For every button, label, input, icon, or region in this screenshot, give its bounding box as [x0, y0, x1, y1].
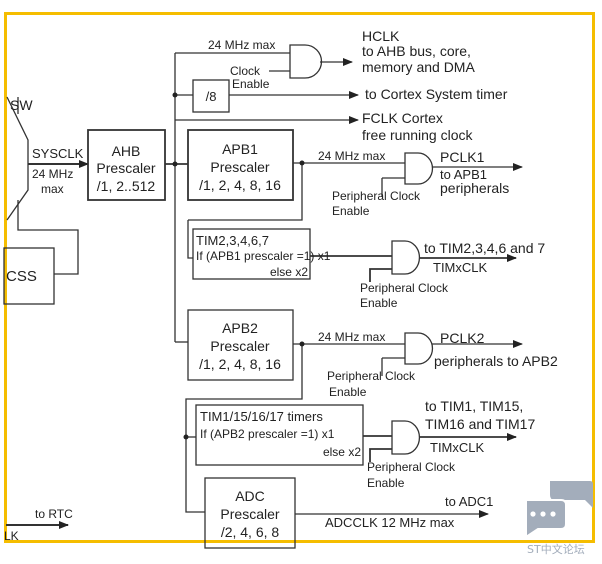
css-box: [3, 247, 55, 305]
tim-apb1-else: else x2: [270, 265, 308, 279]
adcclk-label: ADCCLK 12 MHz max: [325, 515, 455, 530]
sysclk-freq-line2: max: [41, 182, 64, 196]
tim-apb2-and-gate: [391, 420, 421, 455]
tim-apb2-title: TIM1/15/16/17 timers: [200, 409, 323, 424]
periph-enable-3-line2: Enable: [329, 385, 367, 399]
adc-divisors: /2, 4, 6, 8: [221, 524, 280, 540]
hclk-desc1: to AHB bus, core,: [362, 43, 471, 59]
periph-enable-2-line1: Peripheral Clock: [360, 281, 449, 295]
periph-enable-1-line1: Peripheral Clock: [332, 189, 421, 203]
css-label: CSS: [6, 268, 37, 285]
pclk2-and-gate: [404, 332, 434, 365]
pclk2-max-label: 24 MHz max: [318, 330, 385, 344]
tim-apb1-out-title: to TIM2,3,4,6 and 7: [424, 240, 545, 256]
apb1-prescaler-box: [187, 129, 294, 201]
tim-apb2-out-line2: TIM16 and TIM17: [425, 416, 535, 432]
div8-box: [192, 79, 230, 113]
adc-title: ADC: [235, 488, 265, 504]
hclk-title: HCLK: [362, 28, 400, 44]
rtc-clk-label: LK: [4, 529, 19, 543]
pclk1-desc1: to APB1: [440, 167, 487, 182]
ahb-divisors: /1, 2..512: [97, 178, 156, 194]
pclk2-title: PCLK2: [440, 330, 485, 346]
pclk1-desc2: peripherals: [440, 180, 509, 196]
tim-apb2-out-clk: TIMxCLK: [430, 440, 485, 455]
adc-out-label: to ADC1: [445, 494, 493, 509]
apb2-subtitle: Prescaler: [210, 338, 269, 354]
apb2-divisors: /1, 2, 4, 8, 16: [199, 356, 281, 372]
apb2-prescaler-box: [187, 309, 294, 381]
periph-enable-3-line1: Peripheral Clock: [327, 369, 416, 383]
hclk-and-gate: [289, 44, 323, 79]
adc-subtitle: Prescaler: [220, 506, 279, 522]
periph-enable-1-line2: Enable: [332, 204, 370, 218]
ahb-prescaler-box: [87, 129, 166, 201]
tim-apb1-title: TIM2,3,4,6,7: [196, 233, 269, 248]
adc-prescaler-box: [204, 477, 296, 549]
tim-apb2-out-line1: to TIM1, TIM15,: [425, 398, 523, 414]
apb2-title: APB2: [222, 320, 258, 336]
apb1-subtitle: Prescaler: [210, 159, 269, 175]
clock-enable-line1: Clock: [230, 64, 261, 78]
periph-enable-4-line2: Enable: [367, 476, 405, 490]
fclk-desc: free running clock: [362, 127, 474, 143]
tim-apb1-box: [192, 228, 311, 280]
junction-dot: [299, 160, 305, 166]
fclk-title: FCLK Cortex: [362, 110, 443, 126]
periph-enable-2-line2: Enable: [360, 296, 398, 310]
apb1-title: APB1: [222, 141, 258, 157]
hclk-desc2: memory and DMA: [362, 59, 475, 75]
pclk2-desc: peripherals to APB2: [434, 353, 558, 369]
clock-enable-line2: Enable: [232, 77, 270, 91]
junction-dot: [299, 341, 305, 347]
chat-bubbles-icon: [525, 481, 593, 539]
ahb-subtitle: Prescaler: [96, 160, 155, 176]
junction-dot: [172, 161, 178, 167]
ahb-title: AHB: [112, 143, 141, 159]
systick-label: to Cortex System timer: [365, 86, 508, 102]
rtc-label: to RTC: [35, 507, 73, 521]
pclk1-max-label: 24 MHz max: [318, 149, 385, 163]
tim-apb1-out-clk: TIMxCLK: [433, 260, 488, 275]
hclk-max-label: 24 MHz max: [208, 38, 275, 52]
diagram-frame: [4, 12, 595, 543]
junction-dot: [183, 434, 189, 440]
pclk1-title: PCLK1: [440, 149, 485, 165]
junction-dot: [172, 92, 178, 98]
tim-apb2-cond: If (APB2 prescaler =1) x1: [200, 427, 335, 441]
periph-enable-4-line1: Peripheral Clock: [367, 460, 456, 474]
tim-apb2-else: else x2: [323, 445, 361, 459]
watermark-text: ST中文论坛: [527, 542, 585, 556]
sysclk-freq-line1: 24 MHz: [32, 167, 73, 181]
pclk1-and-gate: [404, 152, 434, 185]
css-feedback-line: [17, 200, 79, 275]
sw-label: SW: [10, 97, 33, 113]
sysclk-label: SYSCLK: [32, 146, 84, 161]
apb1-divisors: /1, 2, 4, 8, 16: [199, 177, 281, 193]
div8-label: /8: [206, 89, 217, 104]
tim-apb1-and-gate: [391, 240, 421, 275]
tim-apb2-box: [195, 404, 364, 466]
tim-apb1-cond: If (APB1 prescaler =1) x1: [196, 249, 331, 263]
